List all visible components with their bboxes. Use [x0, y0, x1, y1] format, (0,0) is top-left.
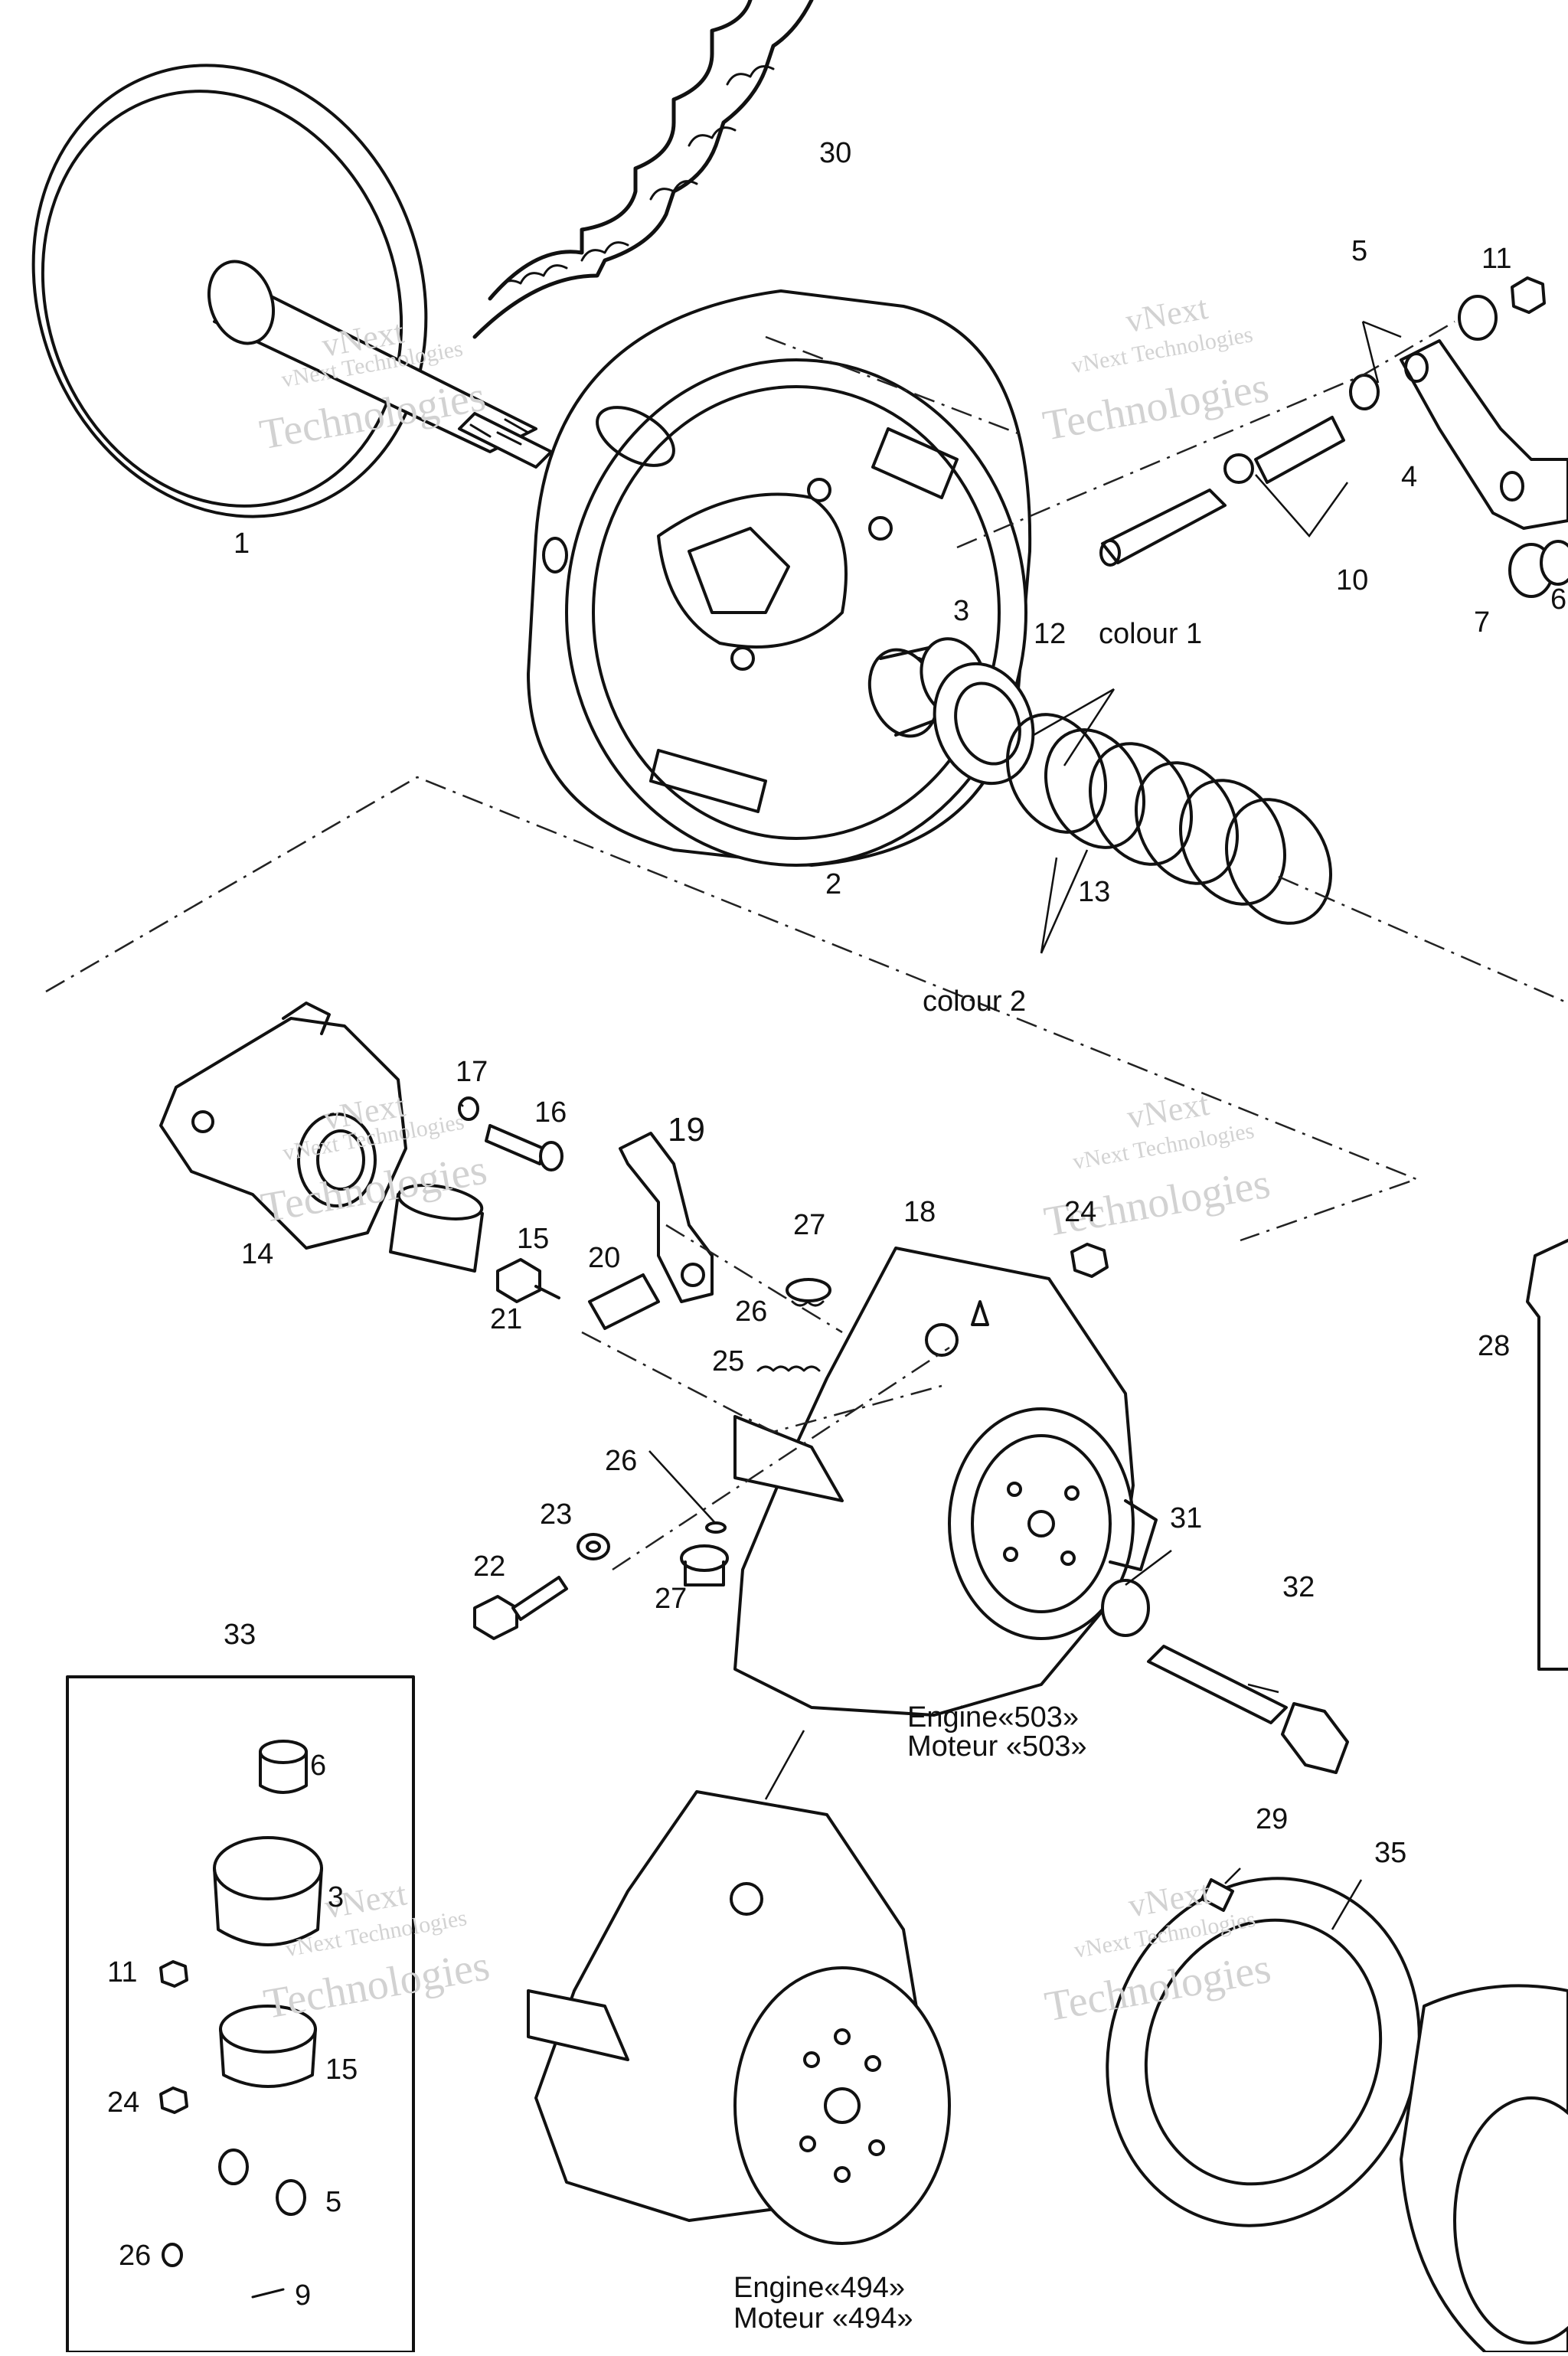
sheave-shaft-part-1 — [31, 64, 553, 518]
callout-29: 29 — [1256, 1803, 1288, 1835]
callout-23: 23 — [540, 1498, 572, 1531]
callout-13: 13 — [1078, 876, 1110, 908]
housing-part-2 — [527, 289, 1032, 867]
kit-part-26-drawing — [162, 2243, 183, 2267]
bolt-washer-parts-22-23 — [473, 1533, 610, 1640]
colour-2-label: colour 2 — [923, 985, 1026, 1018]
shaft-part-28 — [1526, 1239, 1568, 1671]
kit-callout-3: 3 — [328, 1881, 344, 1913]
leader-lines — [459, 320, 1402, 1930]
callouts: 1 2 3 4 5 6 7 10 11 12 13 14 15 16 17 18… — [224, 137, 1566, 1869]
kit-callouts: 6 3 11 15 24 5 26 9 — [107, 1750, 358, 2312]
cam-part-19 — [619, 1132, 714, 1303]
callout-35: 35 — [1374, 1837, 1406, 1869]
callout-18: 18 — [903, 1196, 936, 1228]
spacer-bolt-parts-31-32 — [1101, 1579, 1349, 1774]
moteur-494-label: Moteur «494» — [733, 2302, 913, 2335]
callout-24: 24 — [1064, 1196, 1096, 1228]
callout-26-upper: 26 — [735, 1296, 767, 1328]
callout-16: 16 — [534, 1096, 567, 1129]
callout-11: 11 — [1481, 243, 1511, 275]
callout-22: 22 — [473, 1551, 505, 1583]
kit-part-11-drawing — [159, 1960, 188, 1988]
cover-plate-part-35 — [1106, 1877, 1421, 2227]
kit-part-6-drawing — [259, 1740, 308, 1794]
callout-12: 12 — [1034, 618, 1066, 650]
kit-part-5-drawing — [276, 2179, 306, 2216]
watermark: vNext vNext Technologies Technologies — [1040, 1085, 1273, 1247]
callout-27-upper: 27 — [793, 1209, 825, 1241]
housing-bottom-right — [1400, 1984, 1568, 2354]
callout-1: 1 — [234, 528, 250, 560]
text-labels: colour 1 colour 2 Engine«503» Moteur «50… — [733, 618, 1202, 2335]
kit-callout-9: 9 — [295, 2279, 311, 2312]
kit-callout-6: 6 — [310, 1750, 326, 1782]
callout-28: 28 — [1478, 1330, 1510, 1362]
kit-part-5-small-drawing — [218, 2149, 249, 2185]
callout-32: 32 — [1282, 1571, 1315, 1603]
assembly-lines — [45, 320, 1568, 1571]
callout-30: 30 — [819, 137, 851, 169]
kit-callout-24: 24 — [107, 2086, 139, 2119]
callout-26-lower: 26 — [605, 1445, 637, 1477]
engine-494-label: Engine«494» — [733, 2272, 905, 2304]
callout-15: 15 — [517, 1223, 549, 1255]
lever-arm-part-4 — [1400, 339, 1568, 530]
callout-7: 7 — [1474, 606, 1490, 639]
callout-14: 14 — [241, 1238, 273, 1270]
kit-callout-15: 15 — [325, 2054, 358, 2086]
sheave-part-18-engine-503 — [733, 1247, 1158, 1717]
kit-callout-5: 5 — [325, 2186, 341, 2218]
moteur-503-label: Moteur «503» — [907, 1730, 1087, 1763]
callout-5: 5 — [1351, 235, 1367, 267]
drive-belt-part-30 — [472, 0, 814, 339]
watermark: vNext vNext Technologies Technologies — [260, 1874, 493, 2028]
callout-10: 10 — [1336, 564, 1368, 596]
colour-1-label: colour 1 — [1099, 618, 1202, 650]
roller-parts-6-7 — [1508, 540, 1568, 598]
kit-part-3-drawing — [213, 1836, 323, 1946]
kit-part-9-drawing — [251, 2288, 285, 2299]
callout-20: 20 — [588, 1242, 620, 1274]
bracket-part-14 — [159, 1002, 407, 1250]
callout-17: 17 — [456, 1056, 488, 1088]
callout-27-lower: 27 — [655, 1583, 687, 1615]
callout-6: 6 — [1550, 583, 1566, 616]
kit-callout-11: 11 — [107, 1956, 137, 1988]
kit-part-24-drawing — [159, 2086, 188, 2114]
spring-part-13 — [1005, 713, 1333, 925]
pin-bolt-group-parts-15-16-17-20-21 — [389, 1096, 660, 1330]
callout-21: 21 — [490, 1303, 522, 1335]
callout-33: 33 — [224, 1619, 256, 1651]
callout-3: 3 — [953, 595, 969, 627]
engine-503-label: Engine«503» — [907, 1701, 1079, 1734]
callout-2: 2 — [825, 868, 841, 900]
watermark: vNext vNext Technologies Technologies — [1040, 289, 1272, 450]
callout-19: 19 — [668, 1111, 705, 1149]
callout-31: 31 — [1170, 1502, 1202, 1534]
fastener-group-parts-5-10-11 — [1099, 276, 1546, 567]
callout-4: 4 — [1401, 461, 1417, 493]
callout-25: 25 — [712, 1345, 744, 1377]
kit-callout-26: 26 — [119, 2240, 151, 2272]
kit-part-15-drawing — [219, 2005, 317, 2088]
sheave-engine-494 — [527, 1790, 951, 2245]
